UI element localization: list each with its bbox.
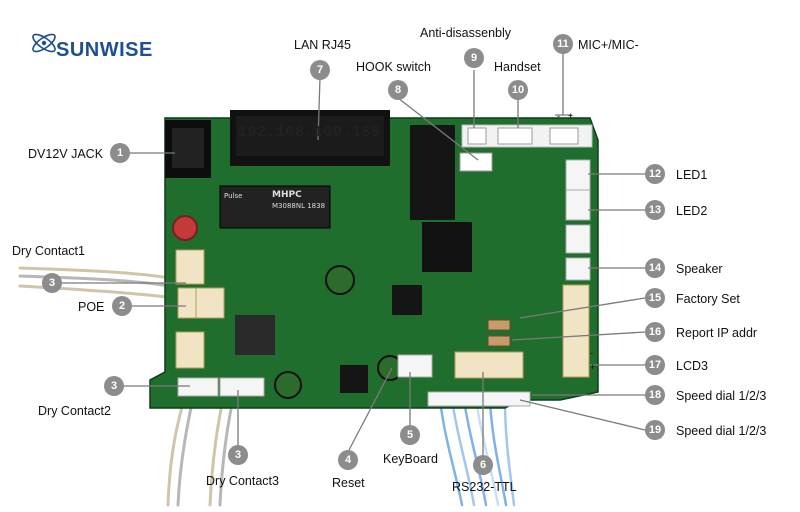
callout-label-anti-disassembly: Anti-disassenbly: [420, 26, 512, 40]
brand-name: SUNWISE: [56, 39, 153, 61]
callout-number-13: 13: [645, 200, 665, 220]
lcd-plus-mark: +: [590, 362, 596, 372]
callout-label-lan-rj45: LAN RJ45: [294, 38, 351, 52]
mic-minus-mark: -: [557, 111, 560, 121]
callout-label-dv12v-jack: DV12V JACK: [28, 147, 104, 161]
callout-label-dry-contact3: Dry Contact3: [206, 474, 279, 488]
callout-label-dry-contact2: Dry Contact2: [38, 404, 111, 418]
callout-number-4: 4: [338, 450, 358, 470]
callout-number-11: 11: [553, 34, 573, 54]
callout-label-speed-dial-b: Speed dial 1/2/3: [676, 424, 767, 438]
callout-label-dry-contact1: Dry Contact1: [12, 244, 85, 258]
callout-number-16: 16: [645, 322, 665, 342]
callout-label-rs232-ttl: RS232-TTL: [452, 480, 517, 494]
mic-plus-mark: +: [568, 111, 574, 121]
callout-label-report-ip: Report IP addr: [676, 326, 758, 340]
leader-lines: [62, 54, 646, 455]
callout-number-8: 8: [388, 80, 408, 100]
callout-label-speaker: Speaker: [676, 262, 723, 276]
callout-label-poe: POE: [78, 300, 105, 314]
callout-number-19: 19: [645, 420, 665, 440]
magnetics-model: MHPC: [272, 190, 302, 200]
callout-label-led1: LED1: [676, 168, 708, 182]
callout-label-factory-set: Factory Set: [676, 292, 740, 306]
callout-number-3-c: 3: [228, 445, 248, 465]
callout-number-5: 5: [400, 425, 420, 445]
callout-number-12: 12: [645, 164, 665, 184]
callout-label-handset: Handset: [494, 60, 541, 74]
ip-sticker: 192.168.100.155: [238, 124, 381, 141]
sunwise-logo: SUNWISE: [30, 26, 153, 64]
callout-label-led2: LED2: [676, 204, 708, 218]
callout-number-9: 9: [464, 48, 484, 68]
callout-number-3-a: 3: [42, 273, 62, 293]
callout-number-7: 7: [310, 60, 330, 80]
callout-label-speed-dial-a: Speed dial 1/2/3: [676, 389, 767, 403]
lcd-minus-mark: -: [590, 348, 593, 358]
callout-number-15: 15: [645, 288, 665, 308]
callout-number-2: 2: [112, 296, 132, 316]
magnetics-part: M3088NL 1838: [272, 202, 326, 210]
callout-number-3-b: 3: [104, 376, 124, 396]
callout-number-1: 1: [110, 143, 130, 163]
callout-label-keyboard: KeyBoard: [383, 452, 438, 466]
atom-logo-icon: [32, 33, 56, 53]
callout-number-14: 14: [645, 258, 665, 278]
callout-label-reset: Reset: [332, 476, 365, 490]
magnetics-brand: Pulse: [224, 192, 243, 200]
callout-label-lcd3: LCD3: [676, 359, 708, 373]
callout-label-mic: MIC+/MIC-: [578, 38, 639, 52]
callout-number-17: 17: [645, 355, 665, 375]
callout-number-6: 6: [473, 455, 493, 475]
callout-number-10: 10: [508, 80, 528, 100]
callout-label-hook-switch: HOOK switch: [356, 60, 432, 74]
callout-number-18: 18: [645, 385, 665, 405]
